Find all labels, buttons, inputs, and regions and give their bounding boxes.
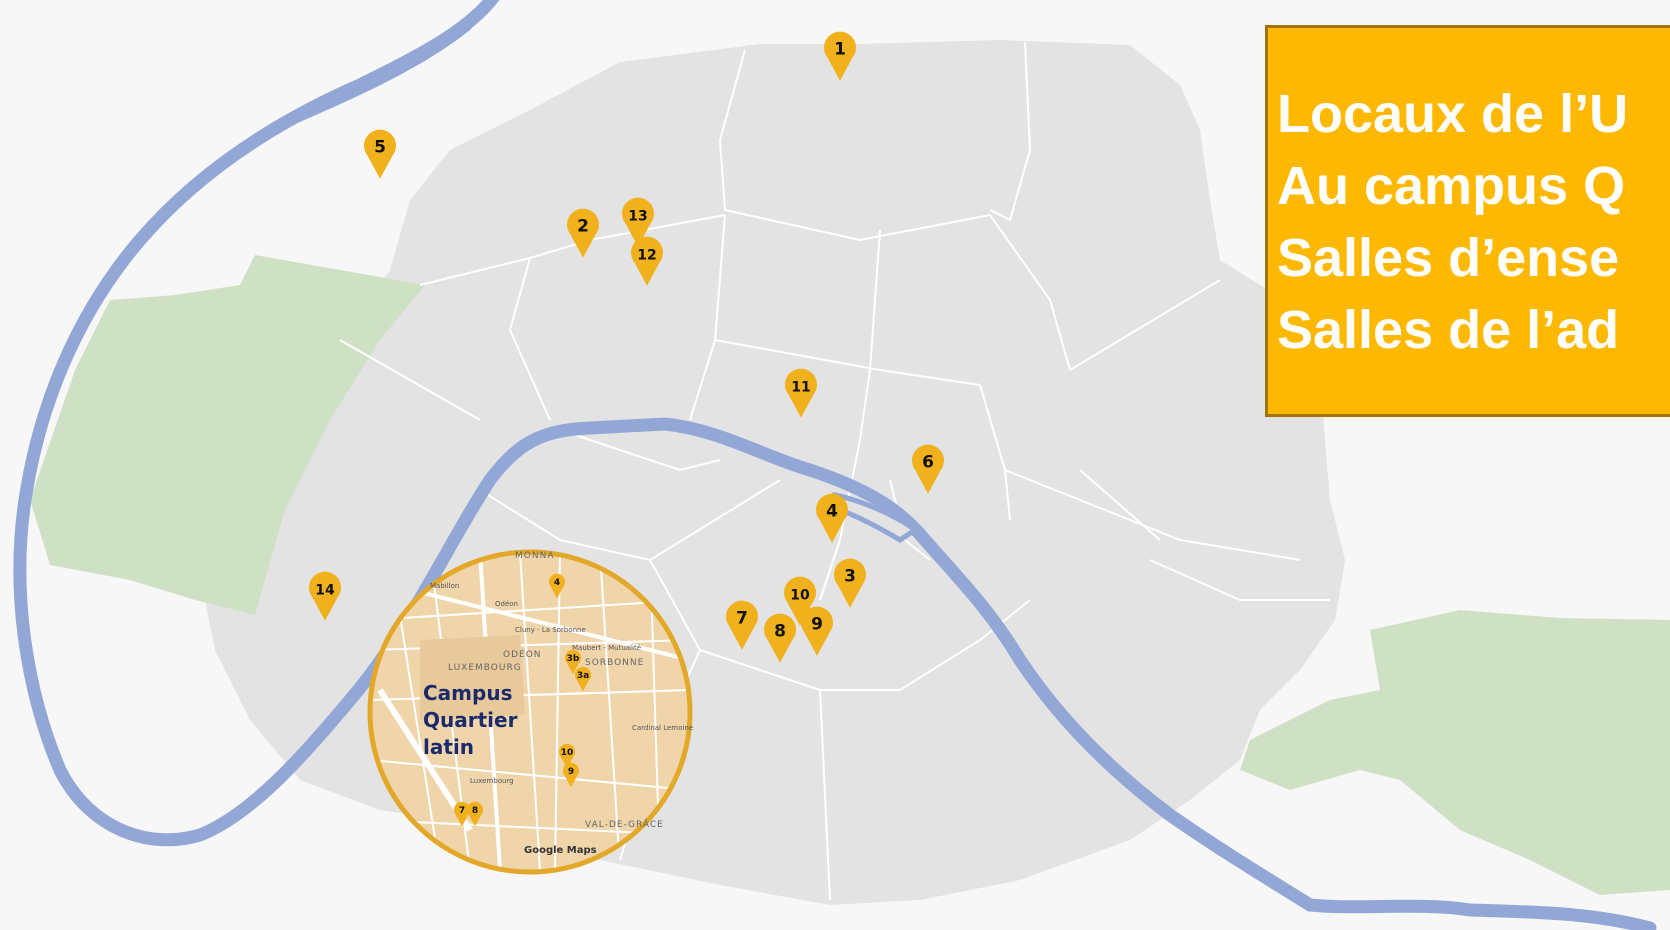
ile-saint-louis <box>923 538 953 574</box>
pin-12-marker <box>631 236 663 286</box>
pin-11-label: 11 <box>791 379 810 395</box>
pin-5[interactable]: 5 <box>363 129 396 179</box>
inset-pin-7-label: 7 <box>459 806 465 816</box>
pin-14-marker <box>309 571 341 621</box>
inset-district-odeon: ODÉON <box>503 648 542 660</box>
pin-6[interactable]: 6 <box>912 444 944 494</box>
pin-7-label: 7 <box>736 608 748 628</box>
pin-5-marker <box>363 129 396 179</box>
inset-pin-8-label: 8 <box>472 806 478 816</box>
bois-de-boulogne <box>30 255 425 615</box>
inset-pin-4-label: 4 <box>554 578 560 588</box>
inset-pin-7-marker <box>454 801 471 827</box>
legend-line-1: Locaux de l’U <box>1277 84 1629 144</box>
pin-2-marker <box>567 208 599 258</box>
pin-1-label: 1 <box>834 39 846 59</box>
seine-river <box>13 0 1657 930</box>
pin-9-marker <box>801 606 833 656</box>
legend-line-3: Salles d’ense <box>1277 228 1620 288</box>
pin-8-label: 8 <box>774 621 786 641</box>
inset-pin-3b-label: 3b <box>567 654 580 664</box>
pin-11[interactable]: 11 <box>785 368 817 418</box>
pin-7[interactable]: 7 <box>726 600 758 650</box>
pin-6-label: 6 <box>922 452 934 472</box>
pin-6-marker <box>912 444 944 494</box>
pin-12[interactable]: 12 <box>631 236 663 286</box>
pin-8-marker <box>764 613 796 663</box>
pin-2[interactable]: 2 <box>567 208 599 258</box>
pin-13-label: 13 <box>628 208 647 224</box>
inset-pin-3b-marker <box>565 649 581 675</box>
pin-13-marker <box>622 197 655 247</box>
pin-4-marker <box>816 493 848 543</box>
pin-3-label: 3 <box>844 566 856 586</box>
pin-2-label: 2 <box>577 216 589 236</box>
inset-pin-8-marker <box>467 801 483 827</box>
pin-14-label: 14 <box>315 582 335 598</box>
inset-district-monna: MONNA <box>515 551 554 561</box>
pin-1[interactable]: 1 <box>824 31 857 81</box>
inset-district-val-de-grace: VAL-DE-GRÂCE <box>585 818 664 830</box>
inset-pin-9-label: 9 <box>568 767 574 777</box>
inset-pin-10-marker <box>559 743 575 769</box>
inset-pin-3a-marker <box>575 666 591 692</box>
inset-pin-4-marker <box>549 573 565 599</box>
inset-pin-9-marker <box>563 762 579 788</box>
pin-8[interactable]: 8 <box>764 613 796 663</box>
inset-pin-7[interactable]: 7 <box>454 801 471 827</box>
pin-9[interactable]: 9 <box>801 606 833 656</box>
bois-de-vincennes <box>1240 610 1670 895</box>
pin-4-label: 4 <box>826 501 838 521</box>
pin-10-label: 10 <box>790 587 810 603</box>
inset-credit: Google Maps <box>524 845 597 856</box>
inset-station-cluny: Cluny - La Sorbonne <box>515 626 586 634</box>
pin-14[interactable]: 14 <box>309 571 341 621</box>
ile-de-la-cite <box>832 491 920 543</box>
inset-district-luxembourg: LUXEMBOURG <box>448 663 522 673</box>
inset-district-sorbonne: SORBONNE <box>585 658 644 668</box>
inset-station-maubert: Maubert - Mutualité <box>572 644 641 652</box>
pin-4[interactable]: 4 <box>816 493 848 543</box>
inset-pin-3a[interactable]: 3a <box>575 666 591 692</box>
inset-station-mabillon: Mabillon <box>430 582 459 590</box>
inset-station-luxembourg: Luxembourg <box>470 777 514 785</box>
pin-9-label: 9 <box>811 614 823 634</box>
inset-pin-8[interactable]: 8 <box>467 801 483 827</box>
inset-title-line-1: Campus <box>423 681 512 705</box>
pin-13[interactable]: 13 <box>622 197 655 247</box>
inset-pin-3b[interactable]: 3b <box>565 649 581 675</box>
legend-line-4: Salles de l’ad <box>1277 300 1620 360</box>
inset-pin-10-label: 10 <box>561 748 574 758</box>
inset-station-odeon: Odéon <box>495 600 518 608</box>
pin-3[interactable]: 3 <box>833 558 866 608</box>
pin-12-label: 12 <box>637 247 656 263</box>
district-boundaries <box>339 41 1330 901</box>
inset-pin-9[interactable]: 9 <box>563 762 579 788</box>
pin-10-marker <box>784 576 816 626</box>
pin-10[interactable]: 10 <box>784 576 816 626</box>
inset-station-cardinal-lemoine: Cardinal Lemoine <box>632 724 693 732</box>
inset-pin-4[interactable]: 4 <box>549 573 565 599</box>
inset-pin-10[interactable]: 10 <box>559 743 575 769</box>
campus-inset[interactable]: ODÉON LUXEMBOURG SORBONNE VAL-DE-GRÂCE M… <box>367 549 693 875</box>
seine-upstream-widening <box>270 0 492 130</box>
legend-line-2: Au campus Q <box>1277 156 1626 216</box>
inset-pin-3a-label: 3a <box>577 671 589 681</box>
pin-11-marker <box>785 368 817 418</box>
pin-3-marker <box>833 558 866 608</box>
inset-title-line-2: Quartier <box>423 708 518 732</box>
inset-title-line-3: latin <box>423 735 474 759</box>
pin-5-label: 5 <box>374 137 386 157</box>
pin-1-marker <box>824 31 857 81</box>
pin-7-marker <box>726 600 758 650</box>
legend-box: Locaux de l’U Au campus Q Salles d’ense … <box>1265 25 1670 417</box>
